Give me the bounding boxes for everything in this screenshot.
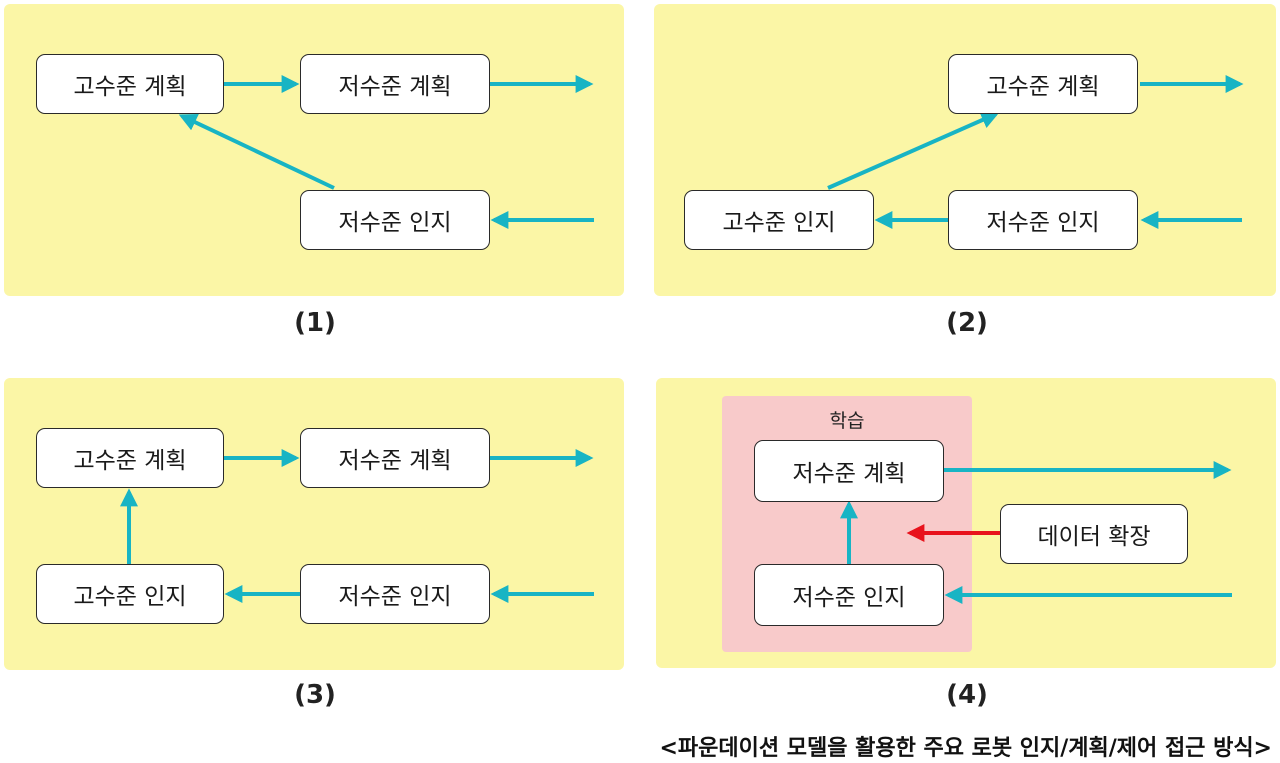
panel-3-label: (3) xyxy=(294,680,336,710)
p2-high-level-perception-box: 고수준 인지 xyxy=(684,190,874,250)
figure-caption: <파운데이션 모델을 활용한 주요 로봇 인지/계획/제어 접근 방식> xyxy=(659,736,1272,761)
p3-high-level-plan-box: 고수준 계획 xyxy=(36,428,224,488)
p3-high-level-perception-box: 고수준 인지 xyxy=(36,564,224,624)
p2-low-level-perception-box: 저수준 인지 xyxy=(948,190,1138,250)
arrow-low-perception-to-high-plan-1 xyxy=(178,114,335,190)
panel-1-label: (1) xyxy=(294,308,336,338)
panel-4-label: (4) xyxy=(946,680,988,710)
p4-low-level-plan-box: 저수준 계획 xyxy=(754,440,944,502)
arrow-high-perception-to-high-plan-2 xyxy=(827,111,1000,190)
p3-low-level-plan-box: 저수준 계획 xyxy=(300,428,490,488)
p1-high-level-plan-box: 고수준 계획 xyxy=(36,54,224,114)
p4-low-level-perception-box: 저수준 인지 xyxy=(754,564,944,626)
p3-low-level-perception-box: 저수준 인지 xyxy=(300,564,490,624)
panel-2-label: (2) xyxy=(946,308,988,338)
p4-data-expansion-box: 데이터 확장 xyxy=(1000,504,1188,564)
p1-low-level-plan-box: 저수준 계획 xyxy=(300,54,490,114)
learning-label: 학습 xyxy=(829,410,865,432)
p1-low-level-perception-box: 저수준 인지 xyxy=(300,190,490,250)
p2-high-level-plan-box: 고수준 계획 xyxy=(948,54,1138,114)
